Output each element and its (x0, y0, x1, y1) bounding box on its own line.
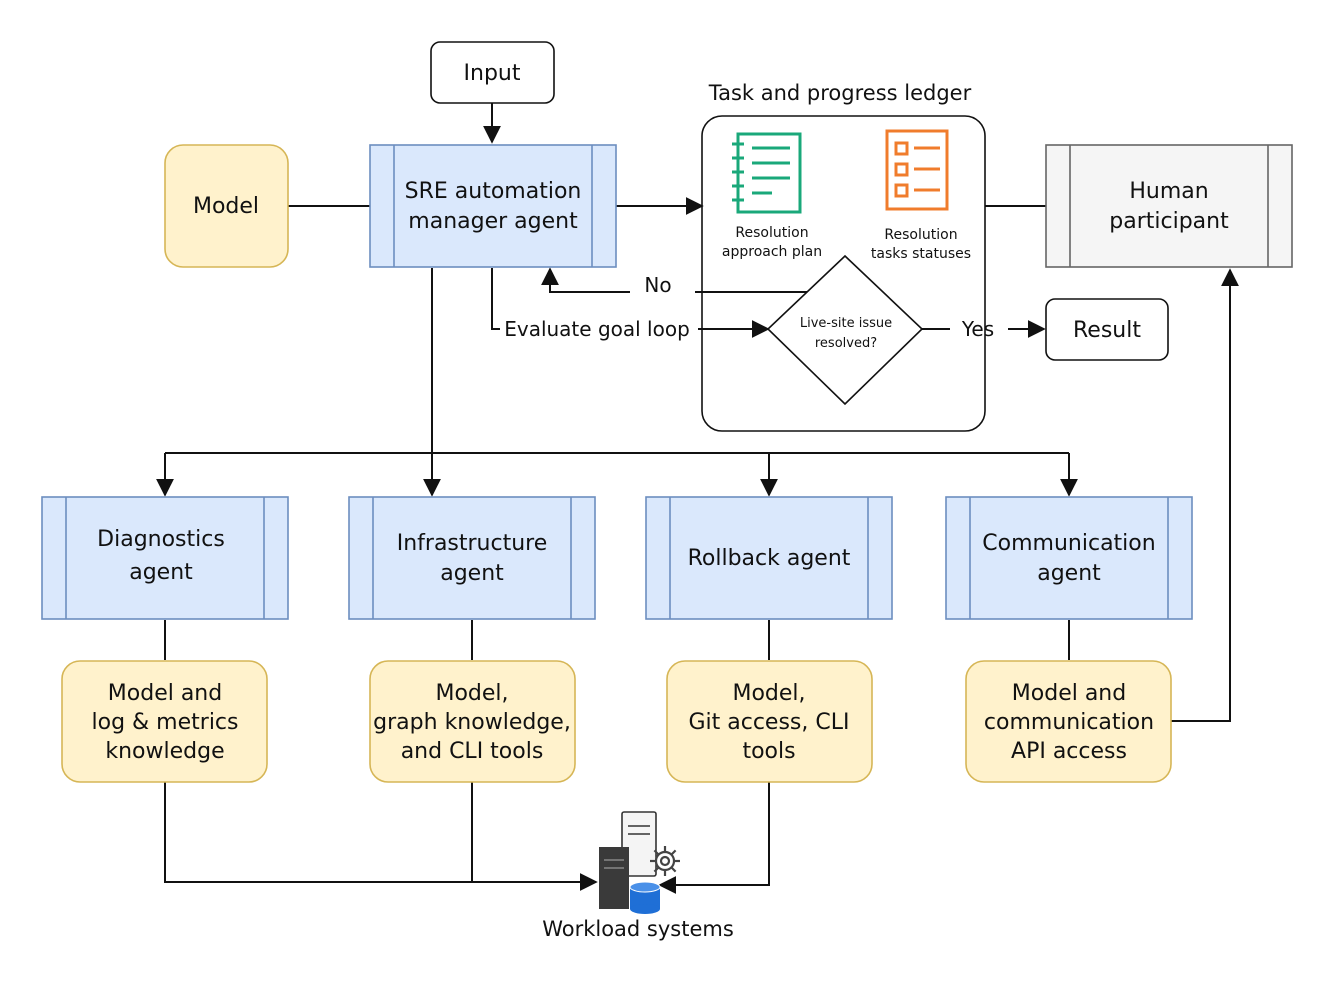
decision-label-line1: Live-site issue (800, 316, 892, 331)
agent-communication-line2: agent (1037, 561, 1101, 586)
tool-diagnostics: Model and log & metrics knowledge (61, 660, 268, 783)
agent-diagnostics-line2: agent (129, 560, 193, 585)
tool-diagnostics-line1: Model and (108, 681, 222, 706)
ledger-title: Task and progress ledger (708, 81, 972, 105)
manager-node: SRE automation manager agent (369, 144, 617, 268)
manager-label-line2: manager agent (408, 209, 578, 234)
workload-label: Workload systems (542, 917, 734, 941)
agent-rollback-line1: Rollback agent (688, 546, 851, 571)
tool-rollback: Model, Git access, CLI tools (666, 660, 873, 783)
input-label: Input (464, 61, 521, 86)
decision-node: Live-site issue resolved? (766, 254, 924, 406)
manager-label-line1: SRE automation (405, 179, 582, 204)
human-label-line2: participant (1109, 209, 1229, 234)
tool-rollback-line2: Git access, CLI (688, 710, 849, 735)
agent-diagnostics-line1: Diagnostics (97, 527, 225, 552)
result-node: Result (1045, 298, 1169, 361)
agent-communication-line1: Communication (982, 531, 1155, 556)
yes-label: Yes (961, 317, 994, 341)
tool-diagnostics-line2: log & metrics (92, 710, 239, 735)
input-node: Input (430, 41, 555, 104)
tool-rollback-line3: tools (742, 739, 795, 764)
tool-rollback-line1: Model, (732, 681, 805, 706)
notebook-icon (732, 132, 802, 214)
agent-rollback: Rollback agent (645, 496, 893, 620)
edge-tool4-human (1171, 268, 1239, 722)
checklist-icon (885, 129, 949, 211)
edge-tool1-workload (164, 782, 598, 891)
no-label: No (644, 273, 671, 297)
agent-infrastructure-line1: Infrastructure (397, 531, 548, 556)
tool-infrastructure: Model, graph knowledge, and CLI tools (369, 660, 576, 783)
agent-infrastructure: Infrastructure agent (348, 496, 596, 620)
tool-communication: Model and communication API access (965, 660, 1172, 783)
server-database-gear-icon (599, 811, 680, 914)
status-label-line2: tasks statuses (871, 246, 971, 262)
tool-communication-line3: API access (1011, 739, 1127, 764)
tool-infrastructure-line1: Model, (435, 681, 508, 706)
edge-evaluate-start (491, 268, 500, 330)
agent-diagnostics: Diagnostics agent (41, 496, 289, 620)
edge-tool3-workload (658, 782, 770, 894)
tool-infrastructure-line2: graph knowledge, (373, 710, 571, 735)
decision-label-line2: resolved? (815, 336, 877, 351)
plan-label-line2: approach plan (722, 244, 822, 260)
tool-communication-line1: Model and (1012, 681, 1126, 706)
tool-communication-line2: communication (984, 710, 1154, 735)
model-node: Model (164, 144, 289, 268)
ledger-container (701, 115, 986, 432)
agent-infrastructure-line2: agent (440, 561, 504, 586)
tool-diagnostics-line3: knowledge (105, 739, 224, 764)
human-label-line1: Human (1129, 179, 1208, 204)
status-label-line1: Resolution (884, 227, 957, 243)
model-label: Model (193, 194, 259, 219)
tool-infrastructure-line3: and CLI tools (401, 739, 544, 764)
edge-no-return (541, 267, 630, 293)
human-node: Human participant (1045, 144, 1293, 268)
result-label: Result (1073, 318, 1141, 343)
evaluate-label: Evaluate goal loop (504, 317, 690, 341)
agent-communication: Communication agent (945, 496, 1193, 620)
plan-label-line1: Resolution (735, 225, 808, 241)
